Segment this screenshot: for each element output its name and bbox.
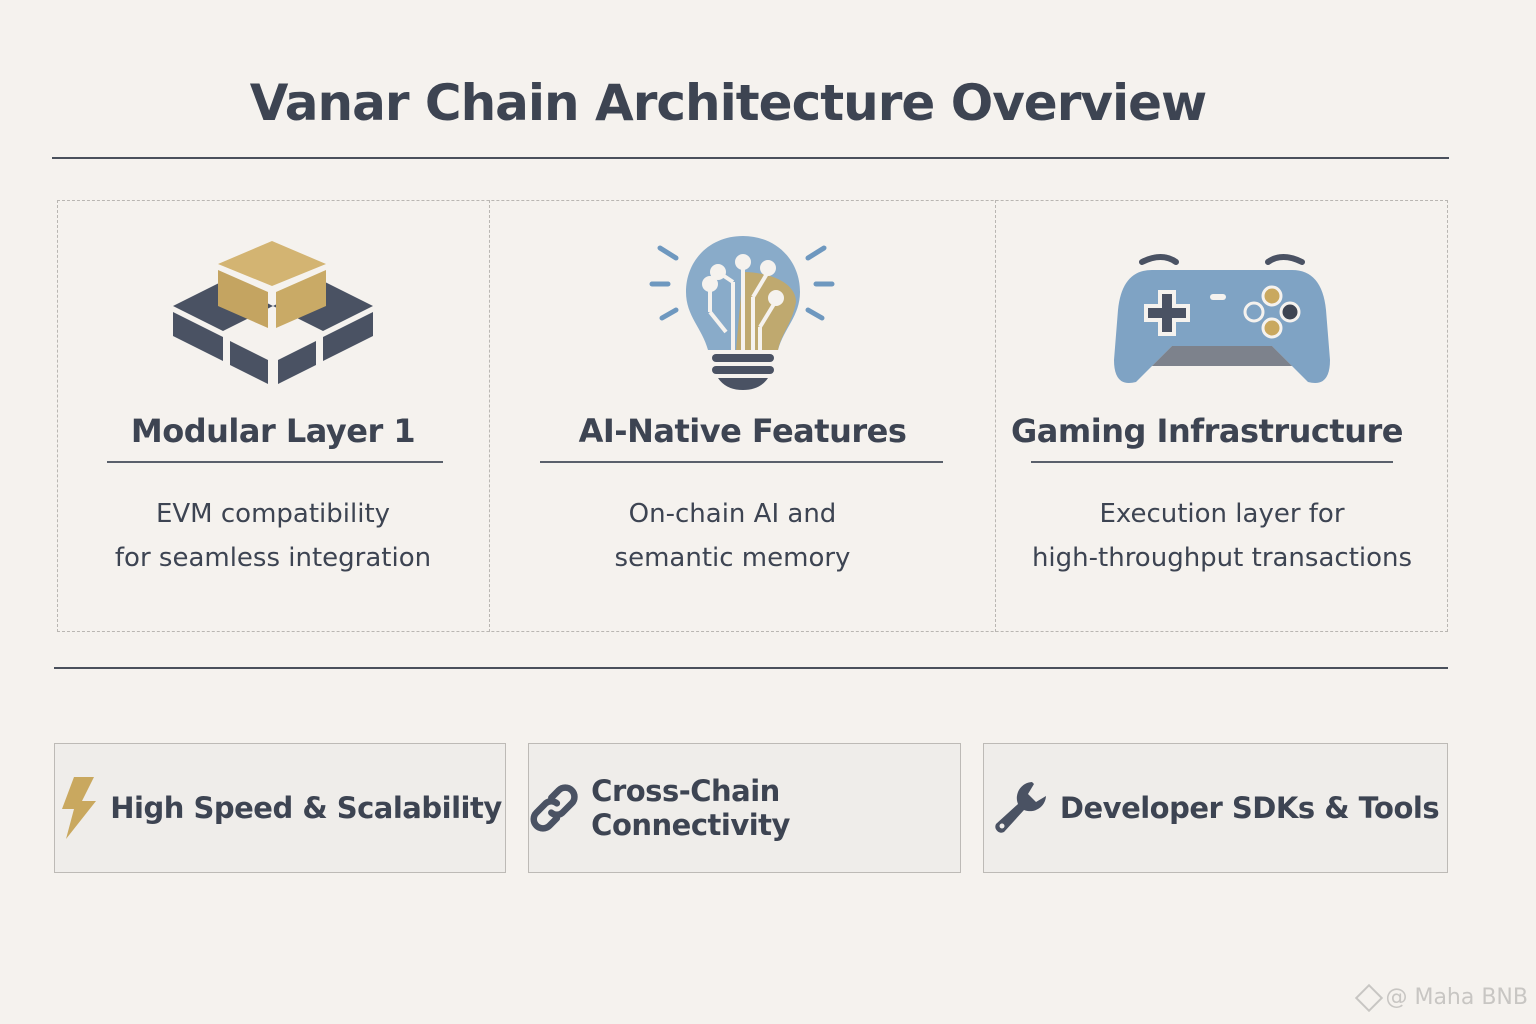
- heading-underline: [1031, 461, 1393, 463]
- chain-link-icon: [530, 784, 578, 832]
- pillar-heading: Modular Layer 1: [130, 412, 416, 450]
- pillar-gaming: Gaming Infrastructure Execution layer fo…: [996, 200, 1448, 632]
- panel-divider: [995, 200, 996, 632]
- stacked-blocks-icon: [173, 241, 373, 384]
- gamepad-icon: [1114, 254, 1330, 384]
- feature-label: High Speed & Scalability: [110, 791, 502, 825]
- top-divider: [52, 157, 1449, 159]
- feature-label: Developer SDKs & Tools: [1059, 791, 1440, 825]
- binance-logo-icon: [1355, 983, 1384, 1012]
- wrench-icon: [995, 782, 1046, 833]
- feature-high-speed: High Speed & Scalability: [54, 743, 506, 873]
- panel-divider: [489, 200, 490, 632]
- heading-underline: [107, 461, 443, 463]
- page-title: Vanar Chain Architecture Overview: [249, 74, 1207, 132]
- heading-underline: [540, 461, 943, 463]
- feature-cross-chain: Cross-Chain Connectivity: [528, 743, 961, 873]
- lightbulb-circuit-icon: [649, 236, 834, 390]
- pillars-panel: [57, 200, 1448, 632]
- bottom-divider: [54, 667, 1448, 669]
- watermark: @ Maha BNB: [1355, 983, 1528, 1012]
- pillar-heading: Gaming Infrastructure: [1011, 412, 1403, 450]
- feature-developer-sdks: Developer SDKs & Tools: [983, 743, 1448, 873]
- watermark-text: @ Maha BNB: [1385, 985, 1528, 1010]
- pillar-heading: AI-Native Features: [578, 412, 907, 450]
- feature-label: Cross-Chain Connectivity: [591, 774, 790, 842]
- lightning-icon: [62, 777, 97, 839]
